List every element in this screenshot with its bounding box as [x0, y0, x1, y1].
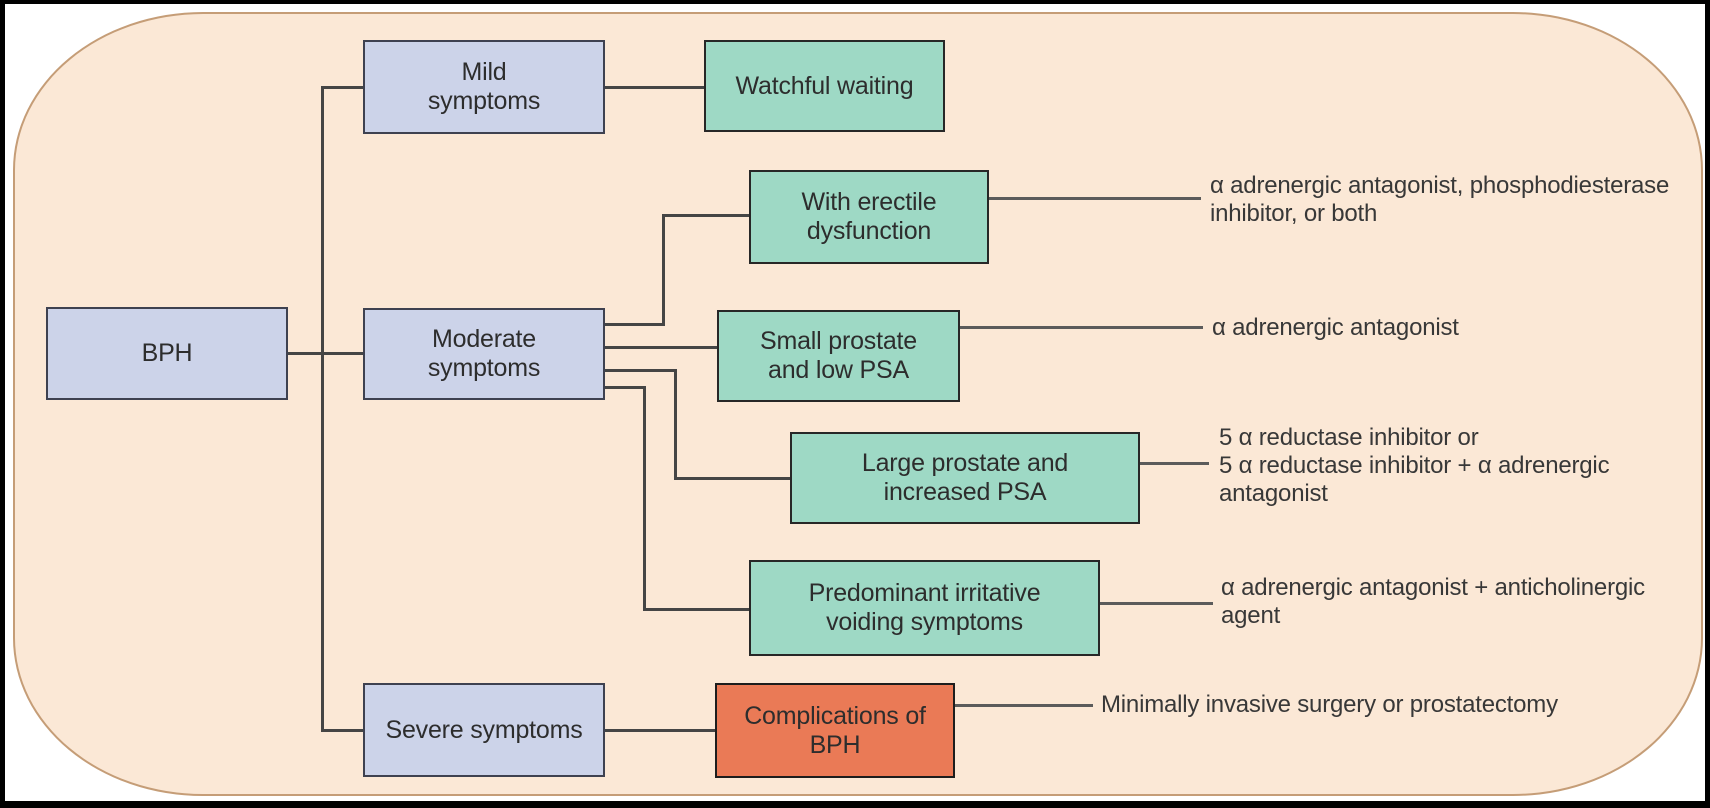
annotation-irritative-treatment: α adrenergic antagonist + anticholinergi…: [1221, 574, 1645, 629]
connector-moderate-to-irritative-h1: [605, 386, 646, 389]
connector-trunk-vertical: [321, 86, 324, 732]
diagram-paper: BPH Mild symptoms Moderate symptoms Seve…: [5, 4, 1705, 801]
connector-trunk-to-mild: [321, 86, 364, 89]
node-bph: BPH: [46, 307, 288, 400]
connector-moderate-to-largeprostate-v: [674, 369, 677, 480]
node-large-prostate-increased-psa: Large prostate and increased PSA: [790, 432, 1140, 524]
node-watchful-waiting: Watchful waiting: [704, 40, 945, 132]
connector-bph-to-moderate: [288, 352, 363, 355]
node-complications-of-bph: Complications of BPH: [715, 683, 955, 778]
connector-moderate-to-largeprostate-h2: [674, 477, 790, 480]
connector-trunk-to-severe: [321, 729, 364, 732]
node-small-prostate-low-psa: Small prostate and low PSA: [717, 310, 960, 402]
node-with-erectile-dysfunction: With erectile dysfunction: [749, 170, 989, 264]
annotation-erectile-treatment: α adrenergic antagonist, phosphodiestera…: [1210, 172, 1670, 227]
leader-smallprostate-annotation: [960, 326, 1203, 329]
connector-moderate-to-erectile-v: [662, 214, 665, 326]
node-severe-symptoms: Severe symptoms: [363, 683, 605, 777]
connector-moderate-to-smallprostate: [605, 346, 717, 349]
node-mild-symptoms: Mild symptoms: [363, 40, 605, 134]
connector-moderate-to-erectile-h1: [605, 323, 665, 326]
leader-largeprostate-annotation: [1139, 462, 1209, 465]
rounded-background-panel: [13, 12, 1703, 796]
leader-erectile-annotation: [989, 197, 1201, 200]
connector-moderate-to-irritative-v: [643, 386, 646, 611]
node-moderate-symptoms: Moderate symptoms: [363, 308, 605, 400]
annotation-severe-treatment: Minimally invasive surgery or prostatect…: [1101, 691, 1558, 718]
leader-severe-annotation: [955, 704, 1093, 707]
connector-severe-to-complications: [605, 729, 715, 732]
connector-mild-to-watchful: [605, 86, 704, 89]
annotation-small-prostate-treatment: α adrenergic antagonist: [1212, 314, 1459, 341]
connector-moderate-to-largeprostate-h1: [605, 369, 677, 372]
annotation-large-prostate-treatment: 5 α reductase inhibitor or 5 α reductase…: [1219, 424, 1610, 507]
connector-moderate-to-irritative-h2: [643, 608, 749, 611]
node-predominant-irritative-voiding: Predominant irritative voiding symptoms: [749, 560, 1100, 656]
connector-moderate-to-erectile-h2: [662, 214, 749, 217]
leader-irritative-annotation: [1100, 602, 1213, 605]
